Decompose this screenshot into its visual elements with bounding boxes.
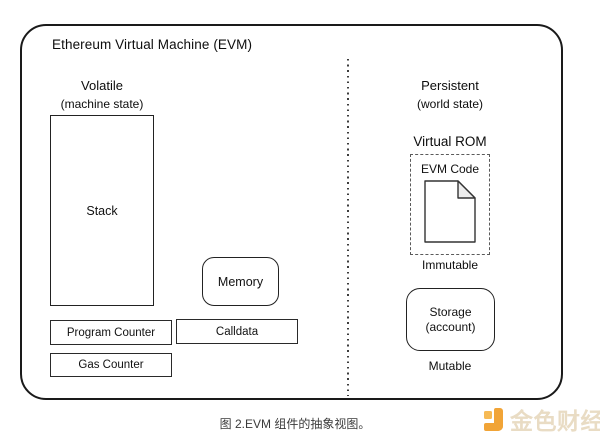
evm-code-label: EVM Code (420, 162, 480, 176)
program-counter-box: Program Counter (50, 320, 172, 345)
calldata-label: Calldata (215, 325, 259, 338)
persistent-heading: Persistent (421, 78, 479, 93)
volatile-persistent-divider (347, 59, 349, 396)
document-icon (424, 180, 476, 243)
evm-code-dashed-box: EVM Code (410, 154, 490, 255)
figure-caption: 图 2.EVM 组件的抽象视图。 (219, 417, 371, 431)
jinse-finance-logo-icon (484, 408, 504, 431)
memory-label: Memory (217, 274, 264, 289)
calldata-box: Calldata (176, 319, 298, 344)
storage-label: Storage (429, 304, 472, 319)
logo-vertical-block (494, 408, 503, 431)
watermark-brand-text: 金色财经 (510, 408, 600, 434)
evm-frame: Ethereum Virtual Machine (EVM) Volatile … (20, 24, 563, 400)
gas-counter-label: Gas Counter (78, 359, 144, 371)
mutable-label: Mutable (428, 359, 472, 373)
logo-dot-block (484, 411, 492, 419)
immutable-label: Immutable (421, 258, 479, 272)
stack-label: Stack (86, 203, 118, 218)
world-state-subheading: (world state) (416, 97, 484, 111)
program-counter-label: Program Counter (66, 326, 156, 339)
storage-box: Storage (account) (406, 288, 495, 351)
machine-state-subheading: (machine state) (60, 97, 144, 111)
account-sublabel: (account) (425, 319, 476, 334)
memory-box: Memory (202, 257, 279, 306)
logo-horizontal-block (484, 423, 503, 431)
diagram-title: Ethereum Virtual Machine (EVM) (52, 37, 253, 52)
virtual-rom-label: Virtual ROM (413, 134, 487, 149)
watermark: 金色财经 (484, 408, 600, 436)
volatile-heading: Volatile (81, 78, 123, 93)
gas-counter-box: Gas Counter (50, 353, 172, 377)
stack-box: Stack (50, 115, 154, 306)
